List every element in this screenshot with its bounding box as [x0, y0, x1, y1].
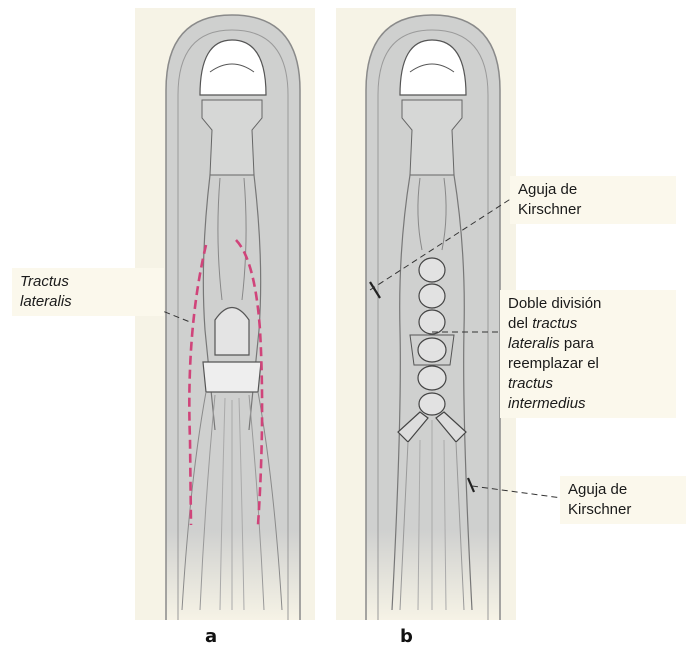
doble-l2a: del [508, 315, 532, 332]
panel-label-b: b [400, 626, 413, 647]
doble-l3b: para [560, 335, 594, 352]
panel-label-a: a [205, 626, 217, 647]
finger-a [166, 15, 300, 620]
middle-joint-a [215, 308, 249, 356]
doble-l6: intermedius [508, 395, 586, 412]
label-aguja-bottom-line2: Kirschner [568, 501, 631, 518]
label-aguja-bottom: Aguja de Kirschner [560, 476, 686, 524]
label-tractus-lateralis-line1: Tractus [20, 273, 69, 290]
label-aguja-bottom-line1: Aguja de [568, 481, 627, 498]
finger-b [366, 15, 500, 620]
doble-l4: reemplazar el [508, 355, 599, 372]
doble-l2b: tractus [532, 315, 577, 332]
doble-l3a: lateralis [508, 335, 560, 352]
label-aguja-top-line1: Aguja de [518, 181, 577, 198]
middle-block-a [203, 362, 261, 392]
label-aguja-top-line2: Kirschner [518, 201, 581, 218]
label-doble-division: Doble división del tractus lateralis par… [500, 290, 676, 418]
label-tractus-lateralis-line2: lateralis [20, 293, 72, 310]
label-aguja-top: Aguja de Kirschner [510, 176, 676, 224]
doble-l5: tractus [508, 375, 553, 392]
doble-l1: Doble división [508, 295, 601, 312]
label-tractus-lateralis: Tractus lateralis [12, 268, 164, 316]
